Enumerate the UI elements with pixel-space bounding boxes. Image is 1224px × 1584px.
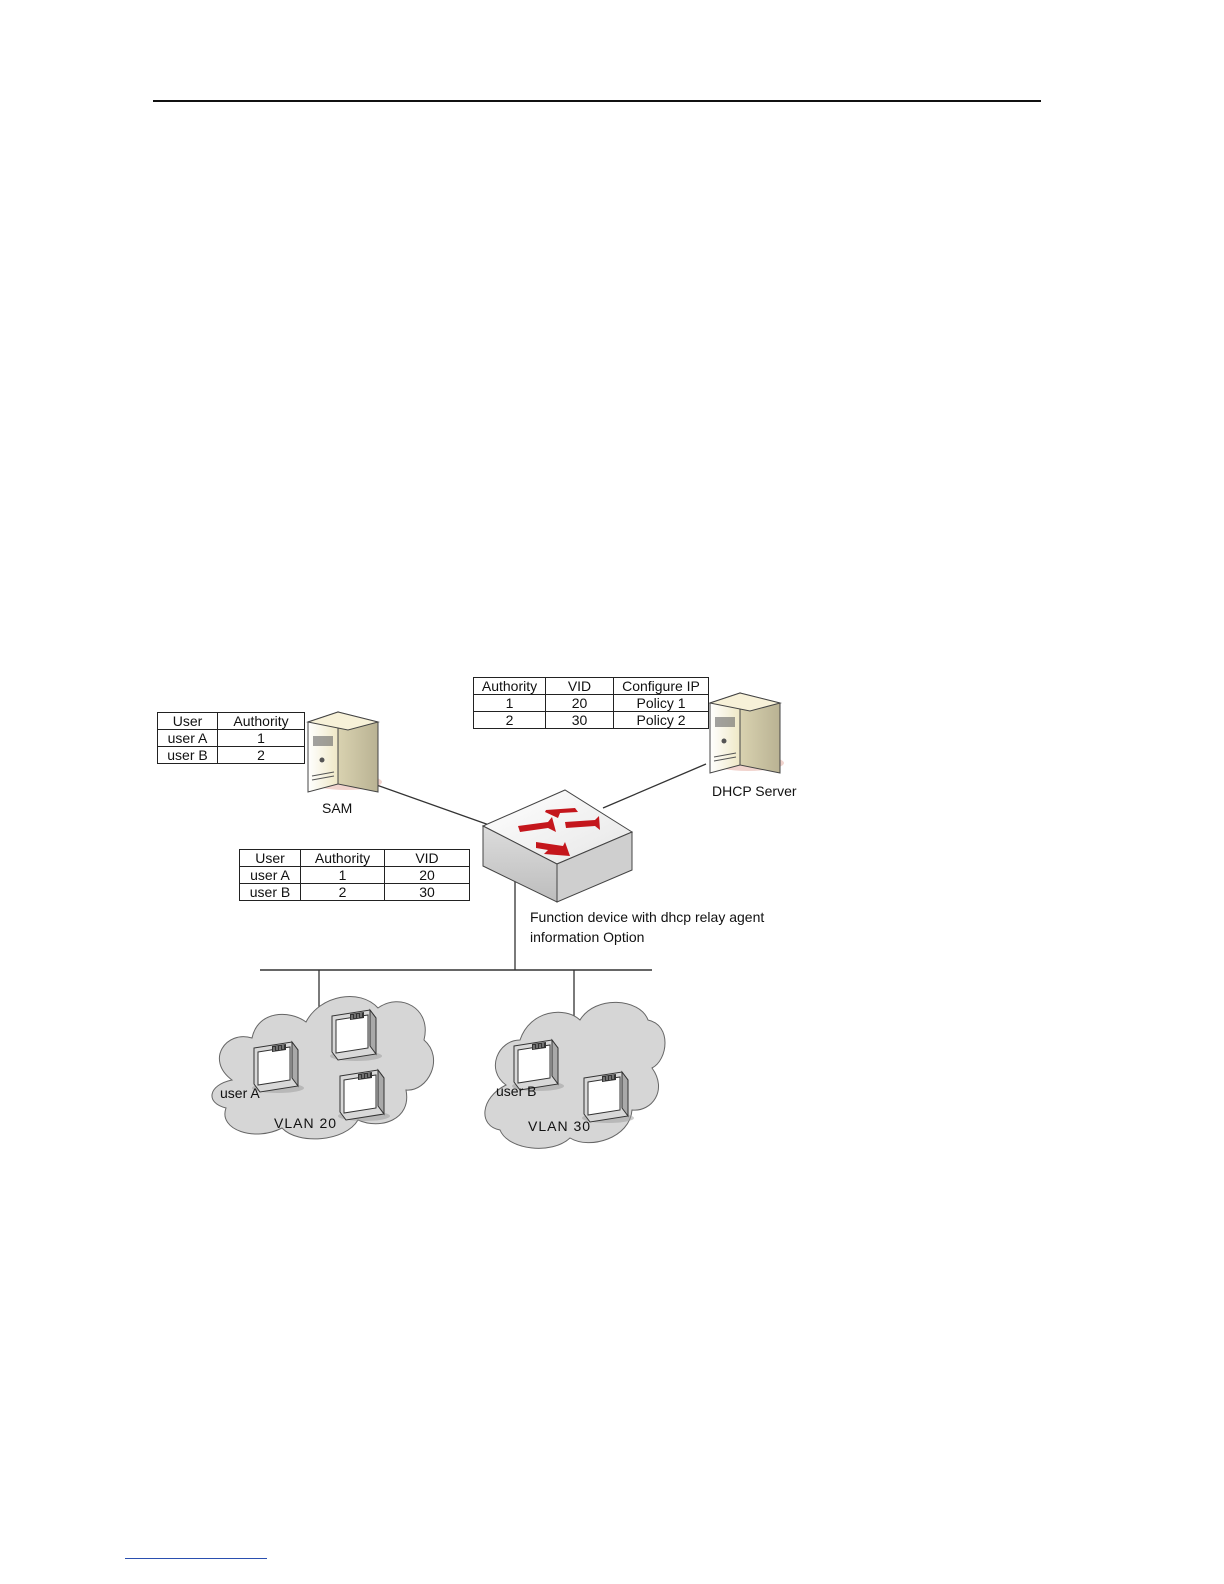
table-row: user A 1 20 [240,867,470,884]
table-header-cell: User [158,713,218,730]
table-cell: 1 [218,730,305,747]
relay-user-authority-vid-table: User Authority VID user A 1 20 user B 2 … [239,849,470,901]
user-a-label: user A [220,1085,260,1101]
vlan20-label: VLAN 20 [274,1115,337,1131]
sam-server-icon [308,712,382,792]
table-cell: user A [240,867,301,884]
sam-label: SAM [322,800,352,816]
relay-device-label-line2: information Option [530,927,764,947]
table-row: 2 30 Policy 2 [474,712,709,729]
computer-icon [330,1010,382,1061]
table-header-row: Authority VID Configure IP [474,678,709,695]
dhcp-server-icon [710,693,784,773]
table-header-cell: Authority [474,678,546,695]
relay-device-label: Function device with dhcp relay agent in… [530,907,764,947]
table-row: 1 20 Policy 1 [474,695,709,712]
table-header-cell: Authority [218,713,305,730]
table-cell: 30 [546,712,614,729]
table-cell: Policy 2 [614,712,709,729]
table-cell: 30 [385,884,470,901]
dhcp-server-label: DHCP Server [712,783,797,799]
computer-icon [582,1072,634,1123]
table-header-cell: User [240,850,301,867]
table-header-cell: Authority [301,850,385,867]
table-cell: user A [158,730,218,747]
table-cell: 1 [474,695,546,712]
table-cell: Policy 1 [614,695,709,712]
table-cell: user B [240,884,301,901]
table-cell: 2 [474,712,546,729]
table-row: user A 1 [158,730,305,747]
computer-icon [338,1070,390,1121]
table-cell: 1 [301,867,385,884]
user-b-label: user B [496,1083,536,1099]
table-cell: 20 [385,867,470,884]
table-cell: 2 [301,884,385,901]
table-header-cell: Configure IP [614,678,709,695]
table-header-cell: VID [546,678,614,695]
table-header-cell: VID [385,850,470,867]
relay-device-label-line1: Function device with dhcp relay agent [530,907,764,927]
table-cell: 20 [546,695,614,712]
table-cell: user B [158,747,218,764]
dhcp-authority-vid-table: Authority VID Configure IP 1 20 Policy 1… [473,677,709,729]
table-cell: 2 [218,747,305,764]
table-header-row: User Authority VID [240,850,470,867]
switch-icon [483,790,632,902]
sam-user-authority-table: User Authority user A 1 user B 2 [157,712,305,764]
footer-rule [125,1558,267,1559]
vlan30-label: VLAN 30 [528,1118,591,1134]
table-header-row: User Authority [158,713,305,730]
table-row: user B 2 30 [240,884,470,901]
table-row: user B 2 [158,747,305,764]
